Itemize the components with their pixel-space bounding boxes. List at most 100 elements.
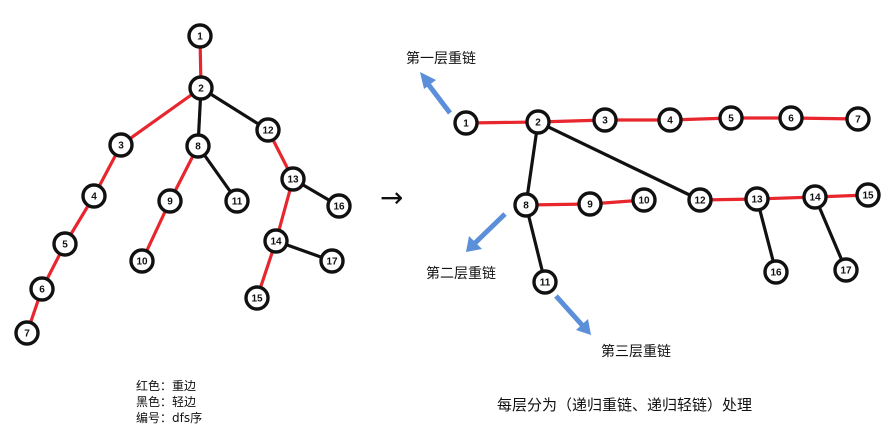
third-chain-pointer-arrow	[554, 294, 591, 335]
right-tree-node-label-9: 9	[587, 200, 593, 211]
left-tree-heavy-edge-2-3	[119, 86, 203, 147]
legend: 红色：重边 黑色：轻边 编号：dfs序	[136, 378, 202, 426]
right-tree-node-label-15: 15	[862, 191, 874, 202]
right-tree-node-circle-10	[631, 187, 657, 213]
left-tree-node-label-6: 6	[39, 285, 45, 296]
left-tree-node-14: 14	[263, 228, 289, 254]
left-tree-node-label-17: 17	[326, 257, 338, 268]
legend-numbering-dfs-order: 编号：dfs序	[136, 411, 203, 425]
left-tree-node-label-5: 5	[62, 240, 68, 251]
left-tree-node-5: 5	[52, 231, 78, 257]
legend-red-heavy-edge: 红色：重边	[136, 379, 197, 393]
right-tree-node-label-4: 4	[667, 116, 673, 127]
right-tree-node-label-11: 11	[540, 278, 551, 289]
left-tree-node-1: 1	[187, 23, 213, 49]
right-tree-node-circle-16	[763, 259, 789, 285]
left-tree-node-circle-5	[52, 231, 78, 257]
right-tree-node-label-14: 14	[809, 193, 821, 204]
right-tree-node-13: 13	[744, 186, 770, 212]
right-tree-node-circle-2	[525, 109, 551, 135]
right-tree-node-circle-11	[532, 269, 558, 295]
right-tree-node-circle-14	[802, 184, 828, 210]
left-tree-node-10: 10	[129, 248, 155, 274]
left-tree-node-circle-10	[129, 248, 155, 274]
right-tree-node-15: 15	[855, 182, 881, 208]
right-tree-node-2: 2	[525, 109, 551, 135]
left-tree-node-label-15: 15	[251, 294, 263, 305]
first-chain-pointer-arrow	[420, 72, 452, 115]
left-tree-node-label-16: 16	[333, 202, 345, 213]
right-tree-node-8: 8	[513, 192, 539, 218]
right-tree-node-9: 9	[577, 191, 603, 217]
right-tree-node-circle-8	[513, 192, 539, 218]
right-tree-node-label-13: 13	[751, 195, 763, 206]
left-tree-node-circle-9	[157, 188, 183, 214]
right-tree-node-label-8: 8	[523, 201, 529, 212]
left-tree-node-circle-8	[185, 133, 211, 159]
left-tree-node-label-1: 1	[197, 32, 203, 43]
left-tree-node-circle-6	[29, 276, 55, 302]
left-tree-node-circle-14	[263, 228, 289, 254]
left-tree-node-circle-3	[108, 132, 134, 158]
second-heavy-chain-label: 第二层重链	[426, 265, 496, 282]
left-tree-node-label-8: 8	[195, 142, 201, 153]
left-tree-node-3: 3	[108, 132, 134, 158]
left-tree-node-circle-12	[255, 117, 281, 143]
left-tree-node-label-13: 13	[287, 175, 299, 186]
right-tree-node-label-6: 6	[788, 114, 794, 125]
left-tree-node-label-4: 4	[91, 192, 97, 203]
right-tree-node-circle-3	[592, 107, 618, 133]
left-tree-light-edge-2-12	[199, 86, 270, 132]
right-tree-node-label-2: 2	[535, 118, 541, 129]
right-tree-node-label-1: 1	[463, 119, 469, 130]
left-tree-node-8: 8	[185, 133, 211, 159]
left-tree-node-circle-13	[280, 166, 306, 192]
right-tree-node-label-12: 12	[694, 196, 706, 207]
left-tree-node-label-9: 9	[167, 197, 173, 208]
processing-caption: 每层分为（递归重链、递归轻链）处理	[497, 396, 753, 414]
right-tree-node-1: 1	[453, 110, 479, 136]
right-tree-node-11: 11	[532, 269, 558, 295]
left-tree-node-15: 15	[244, 285, 270, 311]
first-heavy-chain-label: 第一层重链	[406, 50, 476, 67]
right-tree-node-4: 4	[657, 107, 683, 133]
left-tree-node-11: 11	[224, 188, 250, 214]
right-tree-node-17: 17	[833, 257, 859, 283]
right-tree-node-label-16: 16	[770, 268, 782, 279]
left-tree-node-6: 6	[29, 276, 55, 302]
right-tree-node-circle-17	[833, 257, 859, 283]
right-tree-node-label-3: 3	[602, 116, 608, 127]
left-tree-node-circle-17	[319, 248, 345, 274]
right-tree-node-circle-9	[577, 191, 603, 217]
left-tree-node-label-2: 2	[198, 84, 204, 95]
right-tree-node-circle-4	[657, 107, 683, 133]
left-tree-node-circle-2	[188, 75, 214, 101]
right-tree-node-label-5: 5	[728, 114, 734, 125]
left-tree-node-4: 4	[81, 183, 107, 209]
right-tree-node-5: 5	[718, 105, 744, 131]
left-tree-node-circle-4	[81, 183, 107, 209]
right-tree-node-circle-12	[687, 187, 713, 213]
left-tree-node-circle-16	[326, 193, 352, 219]
left-tree-node-13: 13	[280, 166, 306, 192]
right-tree-light-edge-14-17	[813, 195, 848, 272]
left-tree-node-label-14: 14	[270, 237, 282, 248]
left-tree-node-label-7: 7	[24, 329, 30, 340]
right-tree-node-circle-13	[744, 186, 770, 212]
left-tree-node-16: 16	[326, 193, 352, 219]
left-tree-node-12: 12	[255, 117, 281, 143]
left-tree-node-circle-1	[187, 23, 213, 49]
right-tree-light-edge-2-8	[524, 120, 540, 207]
left-tree-node-17: 17	[319, 248, 345, 274]
left-tree-node-2: 2	[188, 75, 214, 101]
right-tree-node-7: 7	[845, 106, 871, 132]
right-tree-node-circle-5	[718, 105, 744, 131]
left-tree-node-9: 9	[157, 188, 183, 214]
left-tree-node-label-10: 10	[136, 257, 148, 268]
right-tree-node-6: 6	[778, 105, 804, 131]
right-tree-node-3: 3	[592, 107, 618, 133]
right-tree-node-10: 10	[631, 187, 657, 213]
